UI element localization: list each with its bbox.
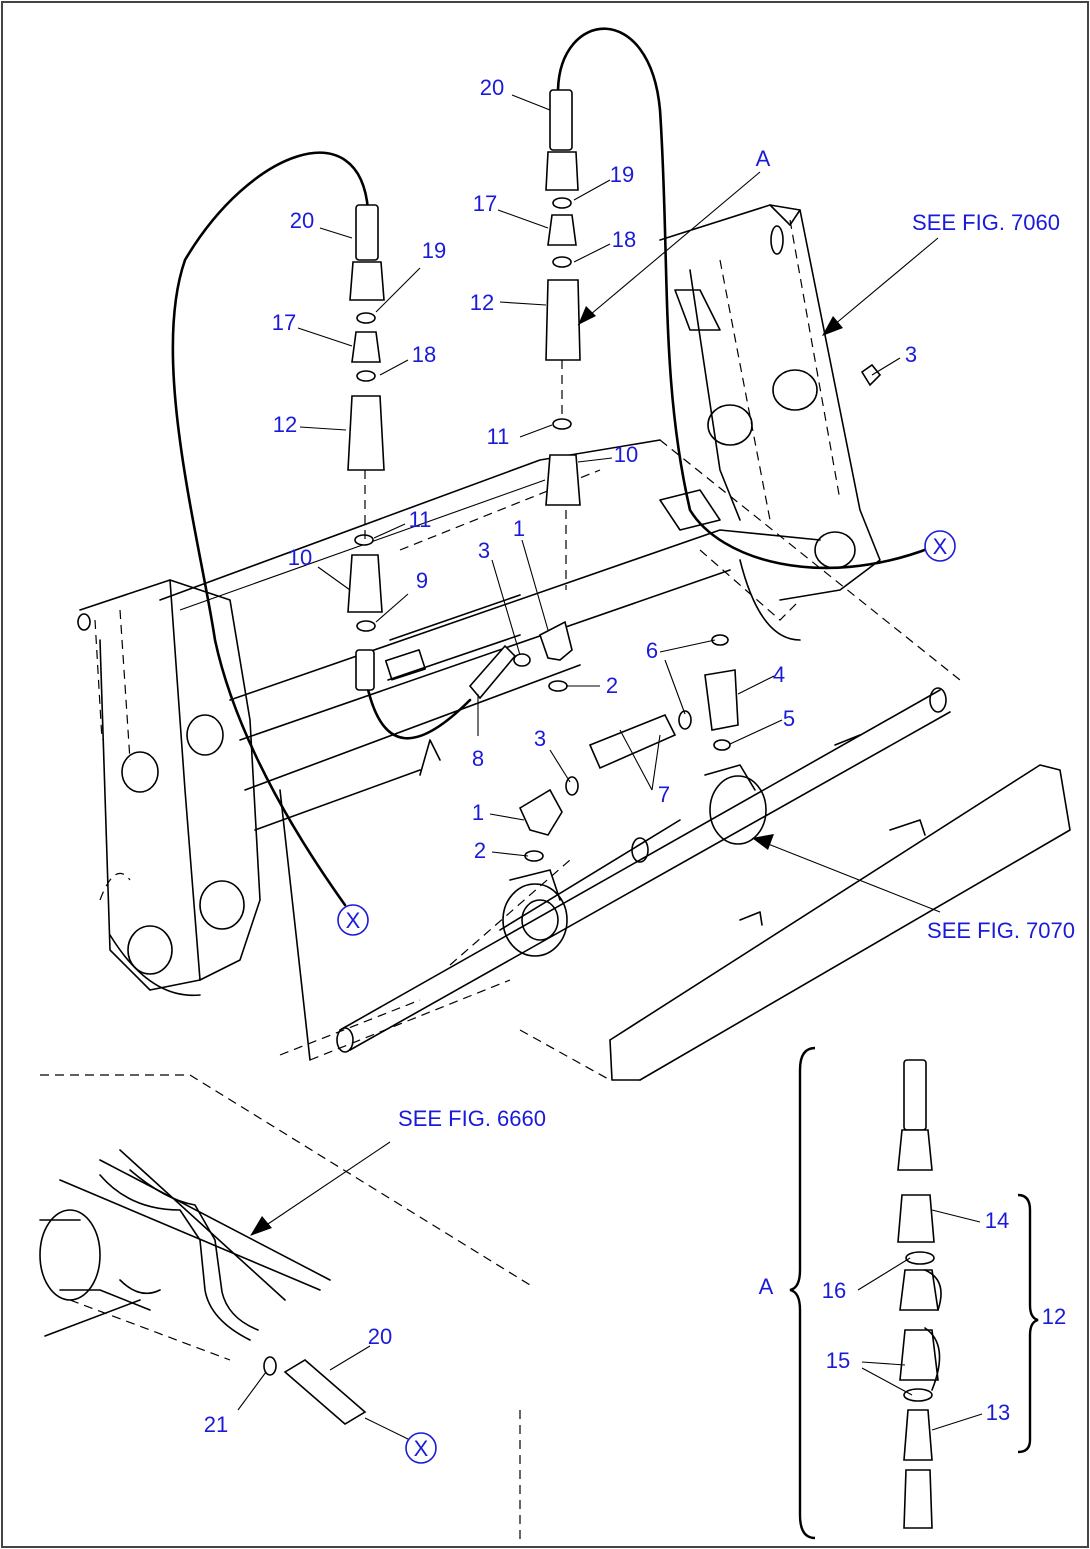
- callout-3: 3: [478, 538, 490, 563]
- fitting-stack-left: [347, 204, 385, 691]
- callout-12: 12: [273, 412, 297, 437]
- callout-20: 20: [480, 75, 504, 100]
- callout-15: 15: [826, 1348, 850, 1373]
- callout-10: 10: [288, 545, 312, 570]
- callout-19: 19: [422, 238, 446, 263]
- connector-x-left-label: X: [346, 908, 361, 933]
- see-fig-7070: SEE FIG. 7070: [927, 918, 1075, 943]
- callout-4: 4: [773, 662, 785, 687]
- fitting-lower: [468, 363, 882, 862]
- connector-x-right: X: [924, 530, 956, 562]
- leader-lines: [237, 94, 983, 1431]
- callout-12: 12: [470, 290, 494, 315]
- callout-14: 14: [985, 1208, 1009, 1233]
- callout-19: 19: [610, 162, 634, 187]
- callout-18: 18: [412, 342, 436, 367]
- see-fig-6660: SEE FIG. 6660: [398, 1106, 546, 1131]
- callout-16: 16: [822, 1278, 846, 1303]
- callout-10: 10: [614, 442, 638, 467]
- detail-a-view: [789, 1046, 1039, 1540]
- callout-2: 2: [606, 673, 618, 698]
- callout-8: 8: [472, 746, 484, 771]
- callout-20: 20: [368, 1324, 392, 1349]
- connector-x-right-label: X: [933, 534, 948, 559]
- callout-1: 1: [472, 800, 484, 825]
- callout-3: 3: [905, 342, 917, 367]
- callout-11: 11: [487, 424, 510, 449]
- callout-9: 9: [416, 568, 428, 593]
- callout-1: 1: [513, 516, 525, 541]
- connector-x-bottom: X: [405, 1432, 437, 1464]
- callout-3: 3: [534, 726, 546, 751]
- connector-x-left: X: [337, 904, 369, 936]
- detail-a-label: A: [759, 1274, 774, 1299]
- detail-a-marker: A: [756, 146, 771, 171]
- connector-x-bottom-label: X: [414, 1436, 429, 1461]
- hoses: [171, 27, 932, 907]
- fitting-stack-center: [545, 89, 581, 590]
- callout-20: 20: [290, 208, 314, 233]
- figure-references: SEE FIG. 7060 SEE FIG. 7070 SEE FIG. 666…: [398, 210, 1075, 1131]
- callout-7: 7: [658, 782, 670, 807]
- callout-11: 11: [409, 507, 432, 532]
- callout-5: 5: [783, 706, 795, 731]
- callout-6: 6: [646, 638, 658, 663]
- callout-2: 2: [474, 838, 486, 863]
- callout-18: 18: [612, 227, 636, 252]
- machine-frame-linework: [77, 204, 1071, 1081]
- callout-labels: 20 19 17 18 12 11 10 9 8 20 19 17 18 12 …: [204, 75, 1066, 1437]
- callout-13: 13: [986, 1400, 1010, 1425]
- callout-17: 17: [272, 310, 296, 335]
- callout-12: 12: [1042, 1304, 1066, 1329]
- see-fig-7060: SEE FIG. 7060: [912, 210, 1060, 235]
- bottom-left-view: [39, 1074, 531, 1545]
- callout-21: 21: [204, 1412, 228, 1437]
- callout-17: 17: [473, 191, 497, 216]
